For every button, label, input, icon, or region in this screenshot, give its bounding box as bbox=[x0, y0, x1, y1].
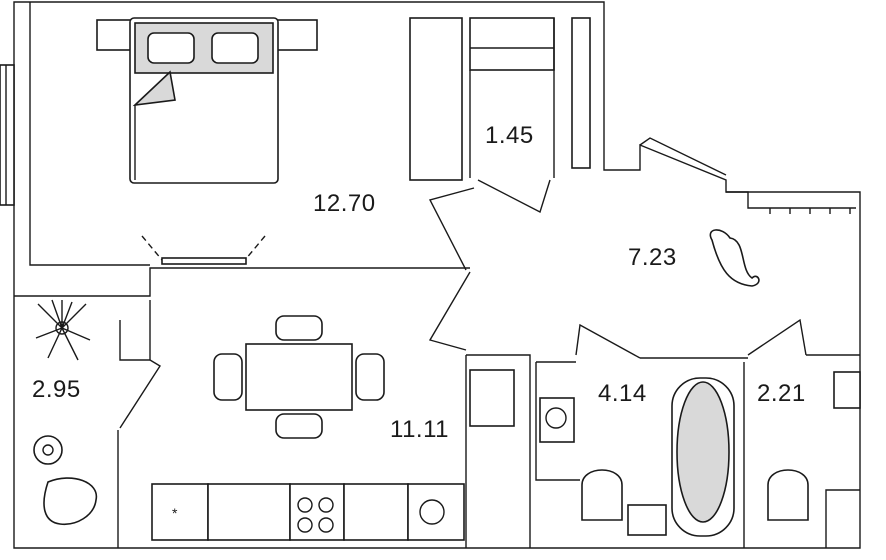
armchair-icon bbox=[43, 477, 97, 525]
washing-machine-icon bbox=[539, 397, 575, 443]
toilet-icon bbox=[581, 469, 623, 521]
hallway-walls bbox=[709, 191, 856, 287]
room-area-hallway: 7.23 bbox=[628, 244, 677, 271]
double-bed bbox=[96, 17, 318, 184]
room-area-toilet: 2.21 bbox=[757, 380, 806, 407]
window-left bbox=[0, 64, 15, 206]
bathroom-fixtures bbox=[469, 369, 861, 537]
sink-icon bbox=[407, 483, 465, 541]
wardrobe-shelves bbox=[409, 17, 591, 181]
washbasin-icon bbox=[469, 369, 515, 427]
outer-walls bbox=[0, 1, 861, 549]
toilet-icon bbox=[767, 469, 809, 521]
kitchen-counter: * bbox=[151, 483, 465, 541]
doors bbox=[119, 137, 807, 429]
dining-table bbox=[213, 315, 385, 439]
cat-icon bbox=[709, 229, 760, 287]
room-area-bathroom: 4.14 bbox=[598, 380, 647, 407]
stove-icon bbox=[289, 483, 345, 541]
svg-text:*: * bbox=[172, 505, 178, 521]
room-area-bedroom: 12.70 bbox=[313, 190, 376, 217]
pillow-icon bbox=[147, 32, 195, 64]
room-area-balcony: 2.95 bbox=[32, 376, 81, 403]
interior-walls bbox=[117, 300, 860, 548]
balcony-plant bbox=[33, 299, 97, 525]
pillow-icon bbox=[211, 32, 259, 64]
room-area-kitchen-living: 11.11 bbox=[390, 416, 449, 443]
room-area-wardrobe: 1.45 bbox=[485, 122, 534, 149]
radiator bbox=[141, 235, 266, 265]
washbasin-icon bbox=[627, 504, 667, 536]
stool-icon bbox=[33, 435, 63, 465]
washbasin-icon bbox=[833, 371, 861, 409]
